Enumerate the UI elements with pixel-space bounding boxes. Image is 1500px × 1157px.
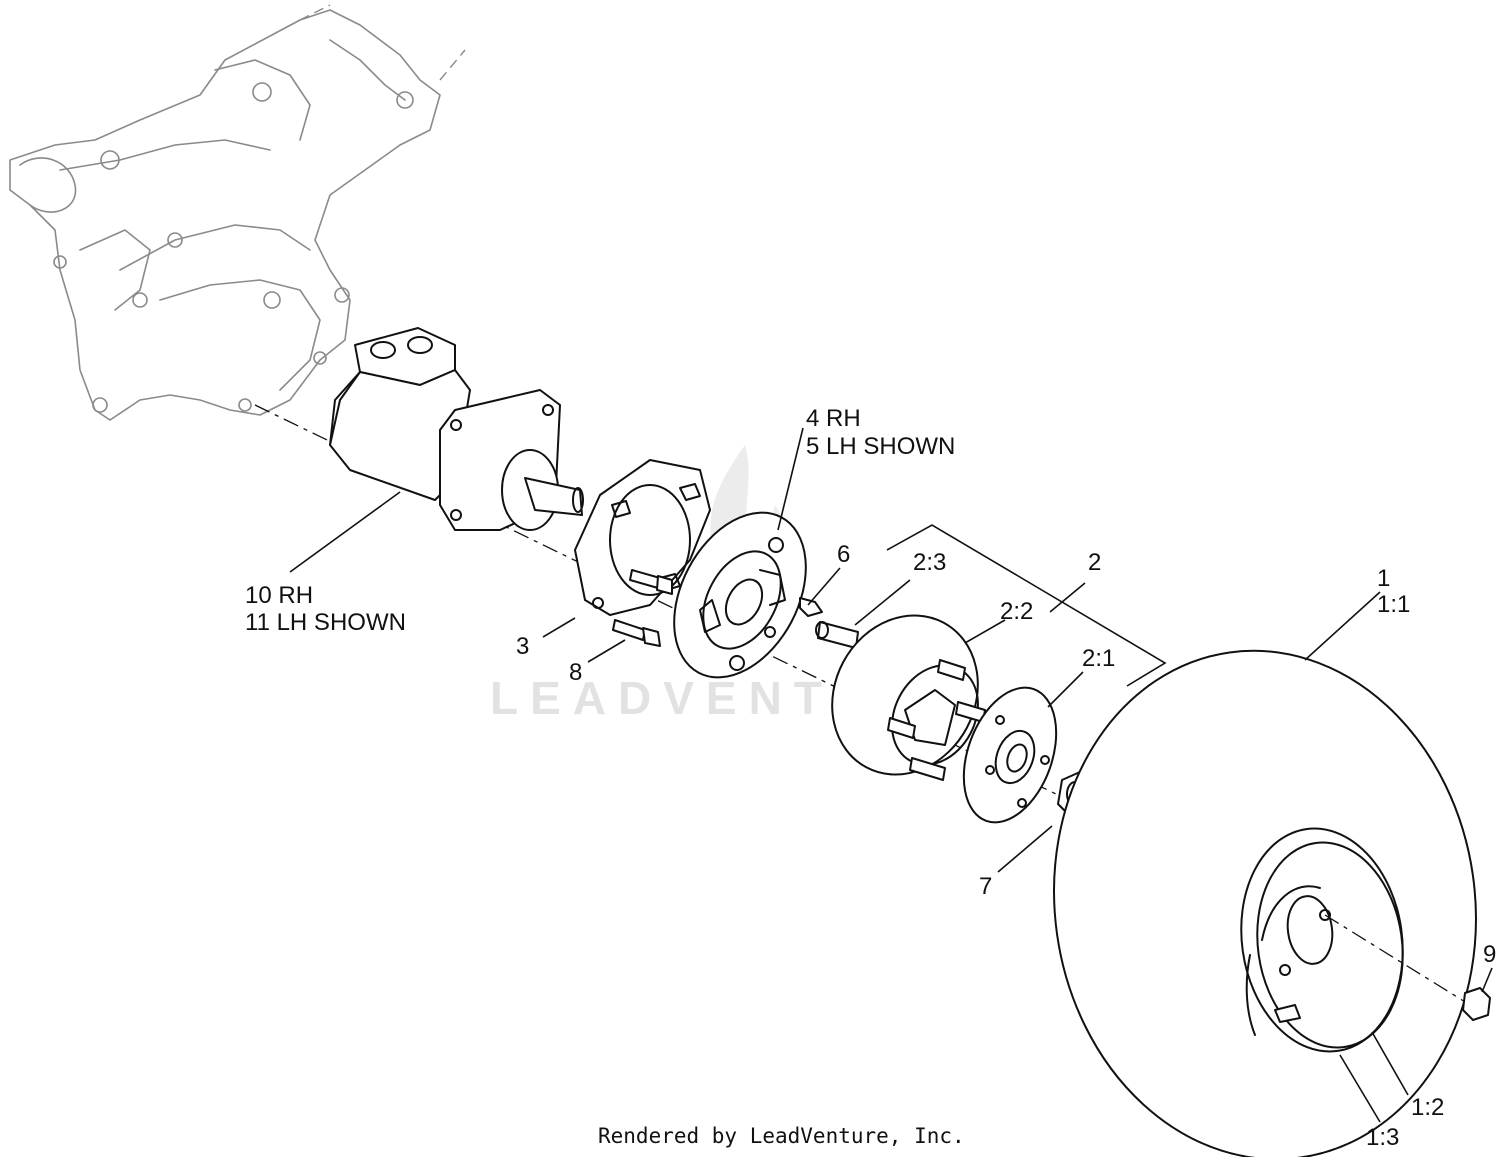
callout-8: 8 <box>569 659 582 686</box>
lug-nut <box>1462 987 1491 1021</box>
group-bracket-2 <box>886 524 1167 687</box>
tire-wheel-assembly <box>1053 649 1477 1157</box>
frame-bracket-ghost <box>9 4 466 421</box>
callout-2-1: 2:1 <box>1082 645 1115 672</box>
leader-lines <box>289 427 1493 1123</box>
callout-4-rh: 4 RH <box>806 405 861 432</box>
brake-bolt <box>799 597 823 617</box>
callout-5-lh-shown: 5 LH SHOWN <box>806 433 955 460</box>
callout-1-3: 1:3 <box>1366 1124 1399 1151</box>
brake-drum <box>831 614 986 781</box>
motor-mount-bolt <box>612 569 673 647</box>
callout-6: 6 <box>837 541 850 568</box>
callout-1: 1 <box>1377 565 1390 592</box>
callout-2-2: 2:2 <box>1000 598 1033 625</box>
callout-2-3: 2:3 <box>913 549 946 576</box>
callout-11-lh-shown: 11 LH SHOWN <box>245 609 406 636</box>
wheel-stud <box>815 621 859 649</box>
callout-1-2: 1:2 <box>1411 1094 1444 1121</box>
callout-10-rh: 10 RH <box>245 582 313 609</box>
wheel-hub <box>962 686 1058 824</box>
footer-credit: Rendered by LeadVenture, Inc. <box>598 1124 965 1148</box>
callout-9: 9 <box>1483 941 1496 968</box>
callout-7: 7 <box>979 873 992 900</box>
callout-1-1: 1:1 <box>1377 591 1410 618</box>
callout-2: 2 <box>1088 549 1101 576</box>
wheel-motor <box>329 327 584 531</box>
callout-3: 3 <box>516 633 529 660</box>
